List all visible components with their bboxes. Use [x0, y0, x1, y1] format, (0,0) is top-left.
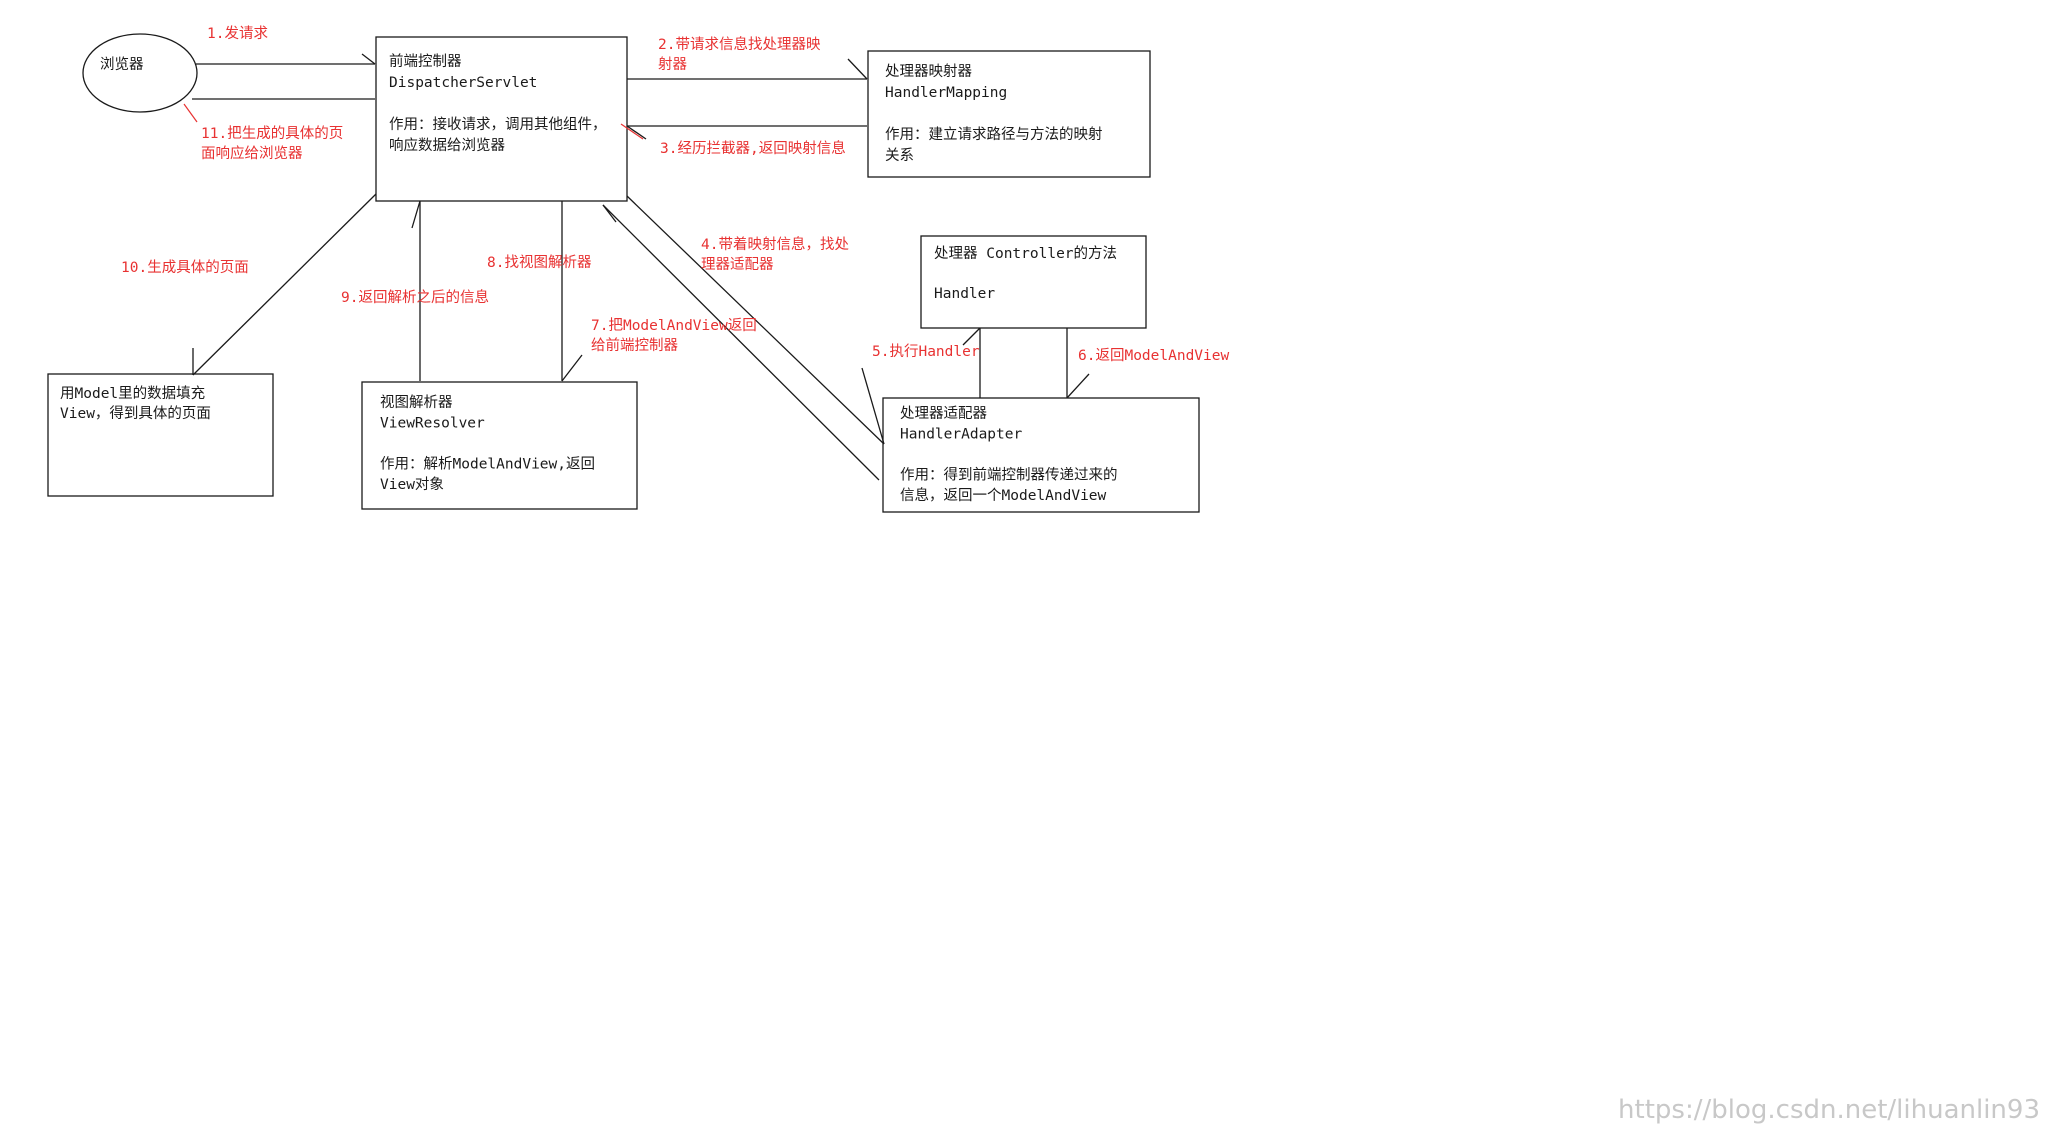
handler-node: 处理器 Controller的方法 Handler	[920, 235, 1147, 329]
step-3-label: 3.经历拦截器,返回映射信息	[660, 140, 846, 157]
handler-mapping-text-line: 处理器映射器	[885, 63, 972, 80]
step-9-label: 9.返回解析之后的信息	[341, 289, 489, 306]
step-8-label-line: 8.找视图解析器	[487, 254, 592, 271]
view-page-box	[47, 373, 274, 497]
step-5-label: 5.执行Handler	[872, 343, 980, 360]
arrow-5-head	[962, 327, 981, 346]
handler-text-line: Handler	[934, 286, 995, 302]
handler-box	[920, 235, 1147, 329]
browser-node: 浏览器	[82, 33, 198, 113]
handler-mapping-text-line: HandlerMapping	[885, 85, 1007, 101]
step-2-label: 2.带请求信息找处理器映射器	[658, 36, 821, 73]
step-7-label: 7.把ModelAndView返回给前端控制器	[591, 317, 757, 354]
step-2-label-line: 2.带请求信息找处理器映	[658, 36, 821, 53]
arrow-3-head	[626, 125, 647, 140]
step-11-label-line: 11.把生成的具体的页	[201, 125, 343, 142]
step-6-label: 6.返回ModelAndView	[1078, 347, 1229, 364]
tick-11	[183, 103, 198, 123]
handler-adapter-node: 处理器适配器 HandlerAdapter 作用：得到前端控制器传递过来的信息，返回…	[882, 397, 1200, 513]
view-resolver-node: 视图解析器 ViewResolver 作用：解析ModelAndView,返回 Vie…	[361, 381, 638, 510]
arrow-4-head	[861, 367, 885, 445]
step-10-label-line: 10.生成具体的页面	[121, 259, 249, 276]
view-resolver-text-line: 视图解析器	[380, 394, 453, 411]
dispatcher-servlet-text-line: 前端控制器	[389, 53, 462, 70]
tick-7	[620, 123, 644, 140]
handler-adapter-text-line: 作用：得到前端控制器传递过来的	[900, 467, 1118, 484]
step-1-label-line: 1.发请求	[207, 25, 268, 42]
step-annotations: 1.发请求 2.带请求信息找处理器映射器 3.经历拦截器,返回映射信息 4.带着…	[121, 25, 1229, 364]
handler-text: 处理器 Controller的方法 Handler	[934, 245, 1117, 302]
view-page-text: 用Model里的数据填充 View，得到具体的页面	[60, 385, 211, 422]
step-3-label-line: 3.经历拦截器,返回映射信息	[660, 140, 846, 157]
step-4-label: 4.带着映射信息，找处理器适配器	[701, 236, 849, 273]
step-7-label-line: 7.把ModelAndView返回	[591, 317, 757, 334]
step-7-label-line: 给前端控制器	[591, 337, 678, 354]
view-resolver-text-line: 作用：解析ModelAndView,返回	[380, 456, 595, 473]
handler-mapping-box	[867, 50, 1151, 178]
arrow-4-shaft	[626, 195, 885, 445]
dispatcher-servlet-node: 前端控制器 DispatcherServlet 作用：接收请求，调用其他组件， 响应数…	[375, 36, 628, 202]
step-1-label: 1.发请求	[207, 25, 268, 42]
handler-adapter-text-line: HandlerAdapter	[900, 427, 1022, 443]
dispatcher-servlet-text-line: DispatcherServlet	[389, 75, 537, 91]
browser-label: 浏览器	[100, 56, 144, 73]
view-page-node: 用Model里的数据填充 View，得到具体的页面	[47, 373, 274, 497]
handler-mapping-node: 处理器映射器 HandlerMapping 作用：建立请求路径与方法的映射关系	[867, 50, 1151, 178]
handler-mapping-text-line: 关系	[885, 147, 914, 164]
handler-adapter-text-line: 处理器适配器	[900, 405, 987, 422]
view-resolver-text-line: ViewResolver	[380, 416, 485, 432]
view-resolver-text: 视图解析器 ViewResolver 作用：解析ModelAndView,返回 Vie…	[380, 394, 595, 493]
step-8-label: 8.找视图解析器	[487, 254, 592, 271]
handler-adapter-box	[882, 397, 1200, 513]
arrow-7-shaft	[602, 204, 880, 481]
arrow-8-head	[561, 354, 583, 382]
step-6-label-line: 6.返回ModelAndView	[1078, 347, 1229, 364]
handler-mapping-text: 处理器映射器 HandlerMapping 作用：建立请求路径与方法的映射关系	[885, 63, 1103, 164]
step-10-label: 10.生成具体的页面	[121, 259, 249, 276]
view-resolver-text-line: View对象	[380, 476, 444, 493]
step-9-label-line: 9.返回解析之后的信息	[341, 289, 489, 306]
handler-adapter-text: 处理器适配器 HandlerAdapter 作用：得到前端控制器传递过来的信息，返回…	[900, 405, 1118, 504]
step-11-label-line: 面响应给浏览器	[201, 144, 303, 162]
dispatcher-servlet-text: 前端控制器 DispatcherServlet 作用：接收请求，调用其他组件， 响应数…	[389, 53, 607, 154]
step-11-label: 11.把生成的具体的页面响应给浏览器	[201, 125, 343, 162]
step-5-label-line: 5.执行Handler	[872, 343, 980, 360]
view-resolver-box	[361, 381, 638, 510]
step-4-label-line: 理器适配器	[701, 256, 774, 273]
arrow-1-head	[361, 53, 376, 65]
handler-mapping-text-line: 作用：建立请求路径与方法的映射	[885, 126, 1103, 143]
step-4-label-line: 4.带着映射信息，找处	[701, 236, 849, 253]
view-page-text-line: View，得到具体的页面	[60, 405, 211, 422]
handler-adapter-text-line: 信息，返回一个ModelAndView	[900, 487, 1107, 504]
arrow-2-head	[847, 58, 868, 80]
step-2-label-line: 射器	[658, 56, 687, 73]
arrow-6-head	[1066, 373, 1090, 399]
arrow-7-head	[602, 204, 617, 223]
view-page-text-line: 用Model里的数据填充	[60, 385, 205, 402]
watermark: https://blog.csdn.net/lihuanlin93	[1618, 1095, 2040, 1125]
dispatcher-servlet-text-line: 响应数据给浏览器	[389, 136, 505, 154]
arrow-9-head	[411, 200, 421, 229]
dispatcher-servlet-box	[375, 36, 628, 202]
arrow-10-shaft	[192, 193, 377, 376]
dispatcher-servlet-text-line: 作用：接收请求，调用其他组件，	[389, 116, 607, 133]
handler-text-line: 处理器 Controller的方法	[934, 245, 1117, 262]
connectors	[183, 53, 1090, 481]
browser-ellipse	[82, 33, 198, 113]
